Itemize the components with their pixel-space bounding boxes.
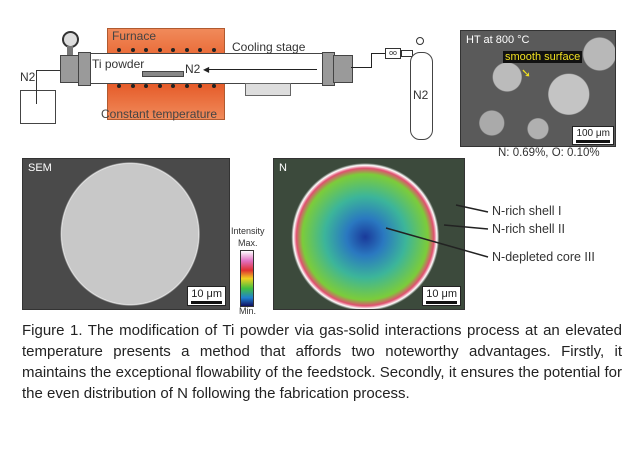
scale-bar: 100 μm (572, 126, 614, 145)
left-flange (78, 52, 91, 86)
valve-icon (416, 37, 424, 45)
heater-dot (198, 48, 202, 52)
heater-dot (157, 48, 162, 52)
right-cap (333, 55, 353, 83)
heater-dot (211, 48, 216, 52)
exhaust-arrow (36, 70, 37, 104)
heater-dot (144, 48, 148, 52)
heater-dot (117, 84, 121, 88)
heater-dot (198, 84, 202, 88)
composition-label: N: 0.69%, O: 0.10% (498, 147, 600, 159)
colorbar-title: Intensity (231, 226, 265, 236)
heater-dot (157, 84, 162, 88)
label-shell-1: N-rich shell I (492, 204, 562, 218)
scale-label: 10 μm (426, 288, 457, 300)
colorbar (240, 250, 254, 307)
gas-line-top (371, 53, 385, 54)
figure-caption: Figure 1. The modification of Ti powder … (22, 322, 622, 402)
n2-flow-label: N2 (185, 62, 201, 76)
smooth-surface-annotation: smooth surface (503, 51, 583, 63)
heater-dot (184, 48, 189, 52)
ti-powder-label: Ti powder (92, 57, 145, 71)
sem-bottom-title: SEM (28, 162, 52, 174)
colorbar-max: Max. (238, 238, 258, 248)
heater-dot (211, 84, 216, 88)
heater-dot (144, 84, 148, 88)
constant-temperature-label: Constant temperature (101, 107, 218, 121)
flow-arrowhead-icon: ◀ (203, 65, 210, 74)
n2-cylinder (410, 52, 433, 140)
scale-bar: 10 μm (187, 286, 226, 306)
exhaust-pipe (37, 70, 61, 71)
label-core-3: N-depleted core III (492, 250, 595, 264)
gas-line-vertical (371, 53, 372, 68)
gas-line (351, 67, 371, 68)
label-shell-2: N-rich shell II (492, 222, 565, 236)
sem-image-particle: SEM 10 μm (22, 158, 230, 310)
scale-label: 100 μm (576, 128, 610, 139)
furnace-label: Furnace (112, 29, 157, 43)
flowmeter-icon: oo (385, 48, 401, 59)
cooling-stage (245, 83, 291, 96)
heater-dot (171, 48, 175, 52)
heater-dot (130, 84, 135, 88)
heater-dot (117, 48, 121, 52)
scale-bar: 10 μm (422, 286, 461, 306)
flow-arrow (205, 69, 317, 70)
n2-cylinder-label: N2 (413, 88, 429, 102)
colorbar-min: Min. (239, 306, 257, 316)
gauge-stem (67, 46, 73, 55)
arrow-icon: ➘ (521, 66, 532, 80)
heater-dot (184, 84, 189, 88)
scale-label: 10 μm (191, 288, 222, 300)
n2-outlet-label: N2 (20, 70, 36, 84)
heater-dot (171, 84, 175, 88)
cooling-stage-label: Cooling stage (232, 40, 306, 54)
nitrogen-map: N 10 μm (273, 158, 465, 310)
sample-boat (142, 71, 184, 77)
heater-dot (130, 48, 135, 52)
sem-top-title: HT at 800 °C (466, 34, 530, 46)
sem-image-ht800: HT at 800 °C smooth surface ➘ 100 μm (460, 30, 616, 147)
n-map-title: N (279, 162, 287, 174)
exhaust-container (20, 90, 56, 124)
